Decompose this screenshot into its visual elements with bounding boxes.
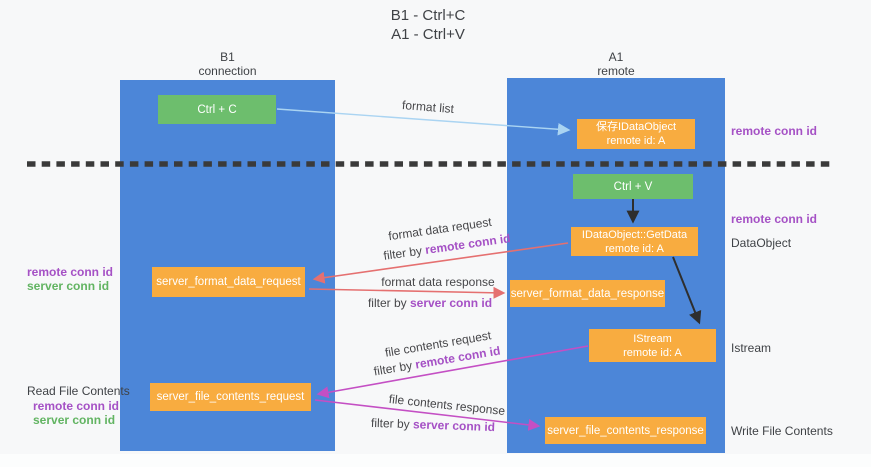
node-istream-line2: remote id: A <box>623 346 682 359</box>
node-save-idataobject-line1: 保存IDataObject <box>595 121 677 133</box>
format-data-response-text: format data response <box>381 275 495 289</box>
column-header-a1: A1 remote <box>507 50 725 78</box>
server-conn-id-text: server conn id <box>409 296 493 310</box>
node-server-file-contents-request-label: server_file_contents_request <box>156 391 305 403</box>
edge-label-file-contents-response: file contents response <box>388 392 506 418</box>
node-server-file-contents-request: server_file_contents_request <box>150 383 311 411</box>
filter-by-text: filter by <box>382 243 427 263</box>
node-idataobject-getdata: IDataObject::GetData remote id: A <box>571 227 698 256</box>
node-save-idataobject-line2: remote id: A <box>606 135 666 147</box>
node-server-format-data-request: server_format_data_request <box>152 267 305 297</box>
format-list-text: format list <box>401 97 455 117</box>
right-label-dataobject: DataObject <box>731 236 792 250</box>
server-conn-id-text: server conn id <box>412 417 496 435</box>
right-label-remote-conn-id-top: remote conn id <box>731 124 818 138</box>
node-server-format-data-request-label: server_format_data_request <box>156 276 301 288</box>
left-label-read-file-contents: Read File Contents <box>27 384 130 398</box>
right-label-write-file-contents: Write File Contents <box>731 424 833 438</box>
left-remote-conn-id-2: remote conn id <box>33 399 120 413</box>
left-server-conn-id-1: server conn id <box>27 279 110 293</box>
filter-by-text: filter by <box>367 296 410 310</box>
node-getdata-line2: remote id: A <box>605 242 664 255</box>
node-server-format-data-response-label: server_format_data_response <box>510 287 665 300</box>
edge-label-filter-server-2: filter by server conn id <box>371 416 495 434</box>
title-line-1: B1 - Ctrl+C <box>390 7 466 24</box>
bottom-margin <box>0 454 871 467</box>
file-contents-response-text: file contents response <box>388 391 506 419</box>
left-conn-id-group-1: remote conn id server conn id <box>27 265 113 293</box>
node-istream: IStream remote id: A <box>589 329 716 362</box>
node-ctrl-v-label: Ctrl + V <box>613 180 653 193</box>
node-ctrl-c: Ctrl + C <box>158 95 276 124</box>
filter-by-text: filter by <box>370 415 414 432</box>
node-server-file-contents-response-label: server_file_contents_response <box>547 424 704 437</box>
node-getdata-line1: IDataObject::GetData <box>581 228 688 241</box>
column-b1-name: B1 <box>220 50 235 64</box>
title-line-2: A1 - Ctrl+V <box>391 26 465 43</box>
edge-label-format-list: format list <box>402 98 455 116</box>
node-istream-line1: IStream <box>633 332 672 345</box>
node-ctrl-v: Ctrl + V <box>573 174 693 199</box>
node-save-idataobject: 保存IDataObject remote id: A <box>577 119 695 149</box>
edge-label-filter-server-1: filter by server conn id <box>368 296 492 310</box>
column-a1-role: remote <box>597 64 635 78</box>
column-header-b1: B1 connection <box>120 50 335 78</box>
node-server-format-data-response: server_format_data_response <box>510 280 665 307</box>
format-data-response-arrow <box>308 286 506 299</box>
node-server-file-contents-response: server_file_contents_response <box>545 417 706 444</box>
diagram-title: B1 - Ctrl+C A1 - Ctrl+V <box>128 6 728 44</box>
node-ctrl-c-label: Ctrl + C <box>197 103 237 116</box>
left-remote-conn-id-1: remote conn id <box>27 265 114 279</box>
right-label-remote-conn-id-mid: remote conn id <box>731 212 818 226</box>
left-conn-id-group-2: remote conn id server conn id <box>33 399 119 427</box>
column-b1-role: connection <box>198 64 257 78</box>
column-a1-name: A1 <box>608 50 624 64</box>
filter-by-text: filter by <box>372 357 417 379</box>
right-label-istream: Istream <box>731 341 772 355</box>
edge-label-format-data-response: format data response <box>381 275 494 289</box>
left-server-conn-id-2: server conn id <box>33 413 116 427</box>
